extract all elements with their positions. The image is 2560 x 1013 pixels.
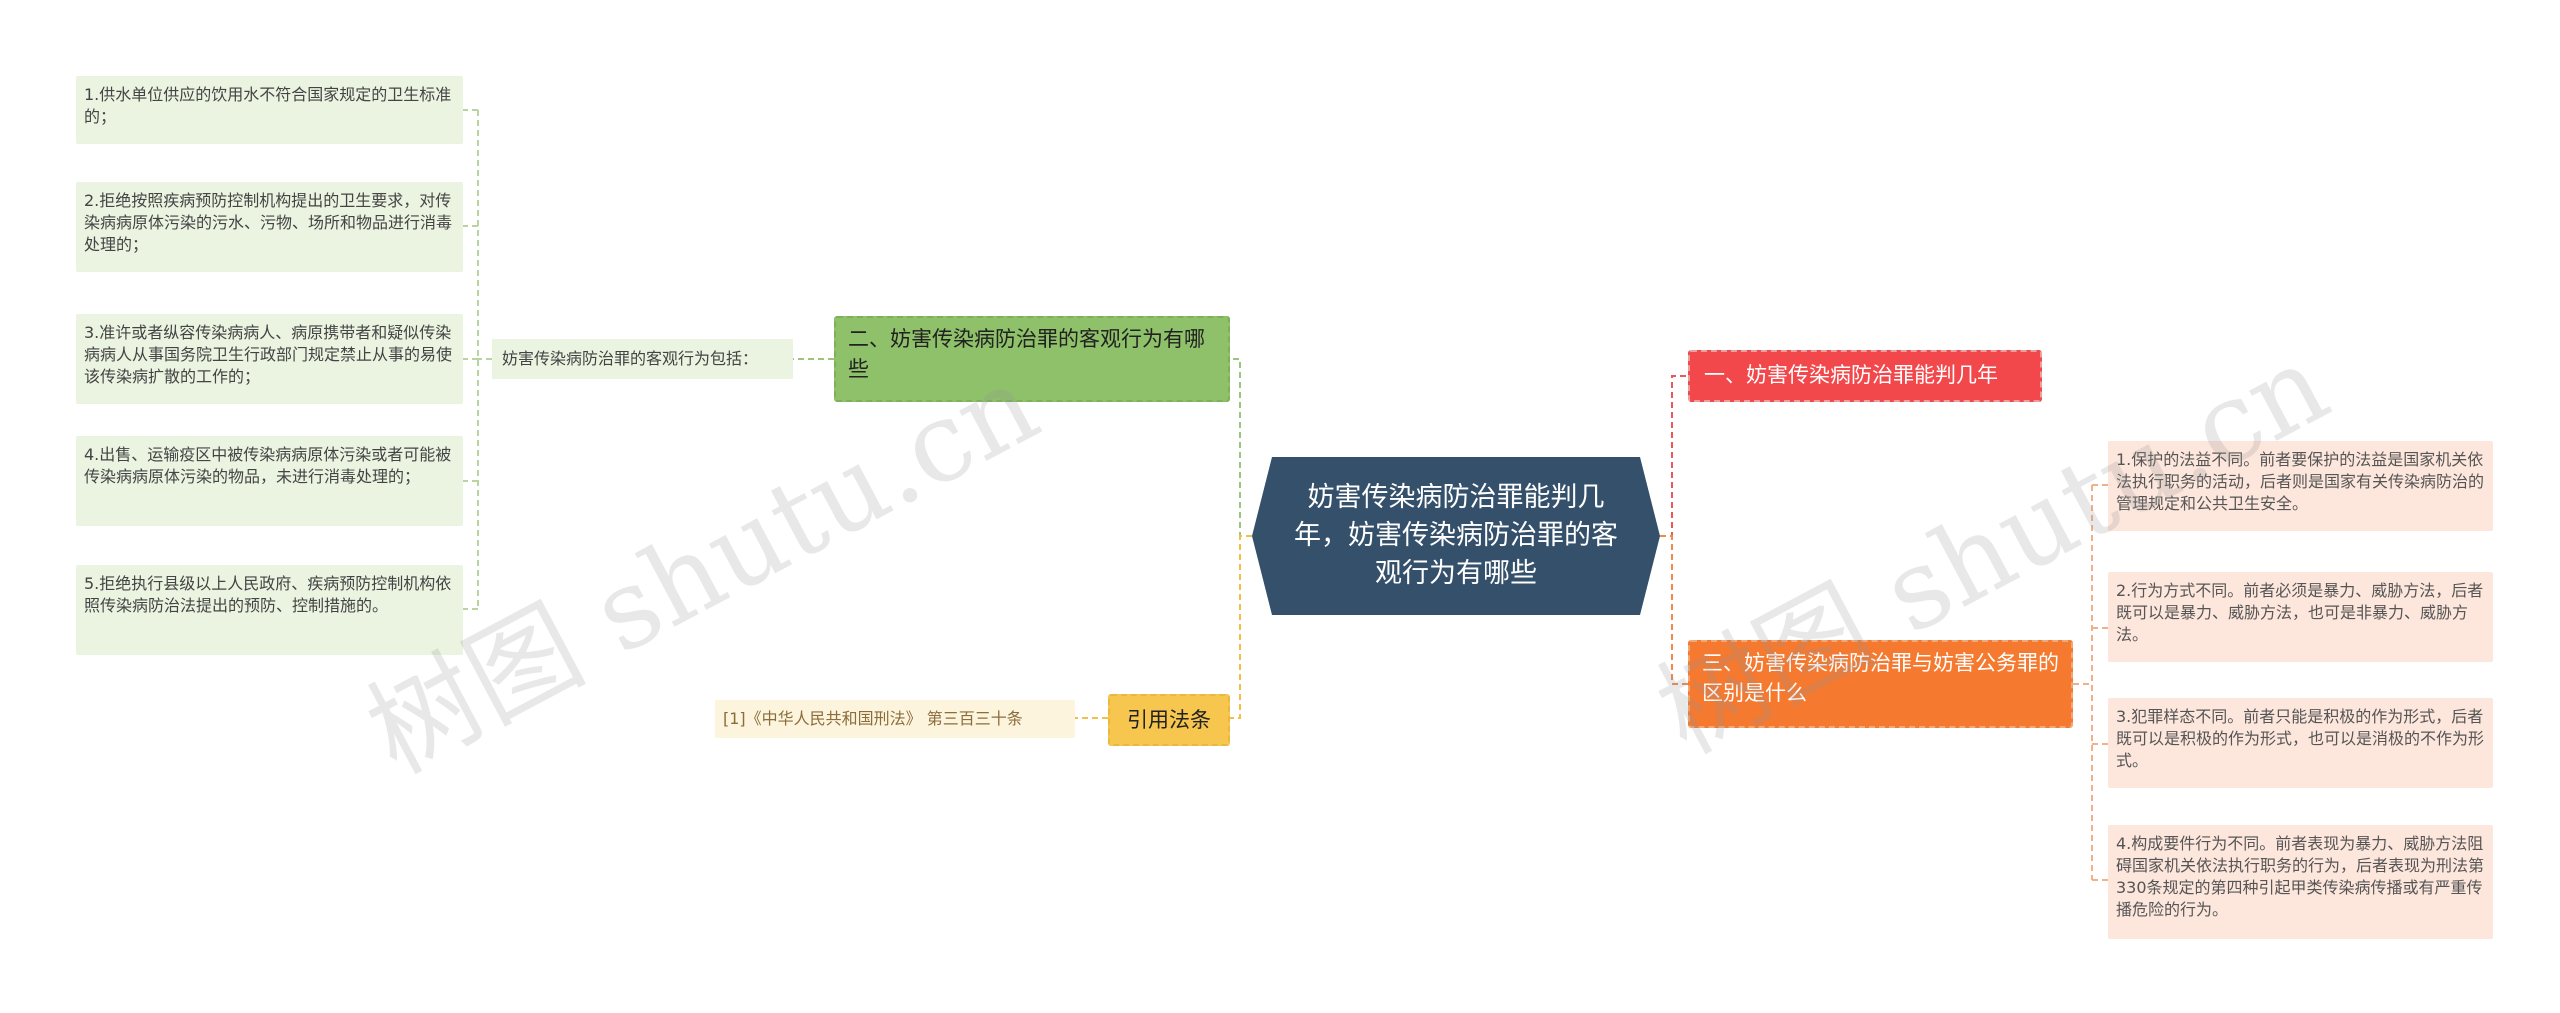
objective-item-5[interactable]: 5.拒绝执行县级以上人民政府、疾病预防控制机构依照传染病防治法提出的预防、控制措… bbox=[76, 565, 463, 655]
objective-sub-label[interactable]: 妨害传染病防治罪的客观行为包括： bbox=[492, 339, 793, 379]
difference-item-2[interactable]: 2.行为方式不同。前者必须是暴力、威胁方法，后者既可以是暴力、威胁方法，也可是非… bbox=[2108, 572, 2493, 662]
branch-sentence[interactable]: 一、妨害传染病防治罪能判几年 bbox=[1688, 350, 2042, 402]
central-topic[interactable]: 妨害传染病防治罪能判几年，妨害传染病防治罪的客观行为有哪些 bbox=[1252, 457, 1660, 615]
central-topic-shape bbox=[1252, 457, 1660, 615]
branch-citation[interactable]: 引用法条 bbox=[1108, 694, 1230, 746]
connector-label-items bbox=[463, 109, 492, 610]
connector-center-citation bbox=[1230, 535, 1252, 719]
difference-item-4[interactable]: 4.构成要件行为不同。前者表现为暴力、威胁方法阻碍国家机关依法执行职务的行为，后… bbox=[2108, 825, 2493, 939]
objective-item-1[interactable]: 1.供水单位供应的饮用水不符合国家规定的卫生标准的； bbox=[76, 76, 463, 144]
citation-item-1[interactable]: [1]《中华人民共和国刑法》 第三百三十条 bbox=[715, 700, 1075, 738]
connector-center-difference bbox=[1660, 535, 1688, 685]
difference-item-1[interactable]: 1.保护的法益不同。前者要保护的法益是国家机关依法执行职务的活动，后者则是国家有… bbox=[2108, 441, 2493, 531]
connector-center-sentence bbox=[1660, 375, 1688, 537]
objective-item-3[interactable]: 3.准许或者纵容传染病病人、病原携带者和疑似传染病病人从事国务院卫生行政部门规定… bbox=[76, 314, 463, 404]
branch-objective[interactable]: 二、妨害传染病防治罪的客观行为有哪些 bbox=[834, 316, 1230, 402]
difference-item-3[interactable]: 3.犯罪样态不同。前者只能是积极的作为形式，后者既可以是积极的作为形式，也可以是… bbox=[2108, 698, 2493, 788]
objective-item-4[interactable]: 4.出售、运输疫区中被传染病病原体污染或者可能被传染病病原体污染的物品，未进行消… bbox=[76, 436, 463, 526]
connector-difference-items bbox=[2073, 484, 2108, 881]
objective-item-2[interactable]: 2.拒绝按照疾病预防控制机构提出的卫生要求，对传染病病原体污染的污水、污物、场所… bbox=[76, 182, 463, 272]
connector-center-objective bbox=[1230, 358, 1252, 537]
central-topic-text: 妨害传染病防治罪能判几年，妨害传染病防治罪的客观行为有哪些 bbox=[1294, 482, 1618, 589]
branch-difference[interactable]: 三、妨害传染病防治罪与妨害公务罪的区别是什么 bbox=[1688, 640, 2073, 728]
